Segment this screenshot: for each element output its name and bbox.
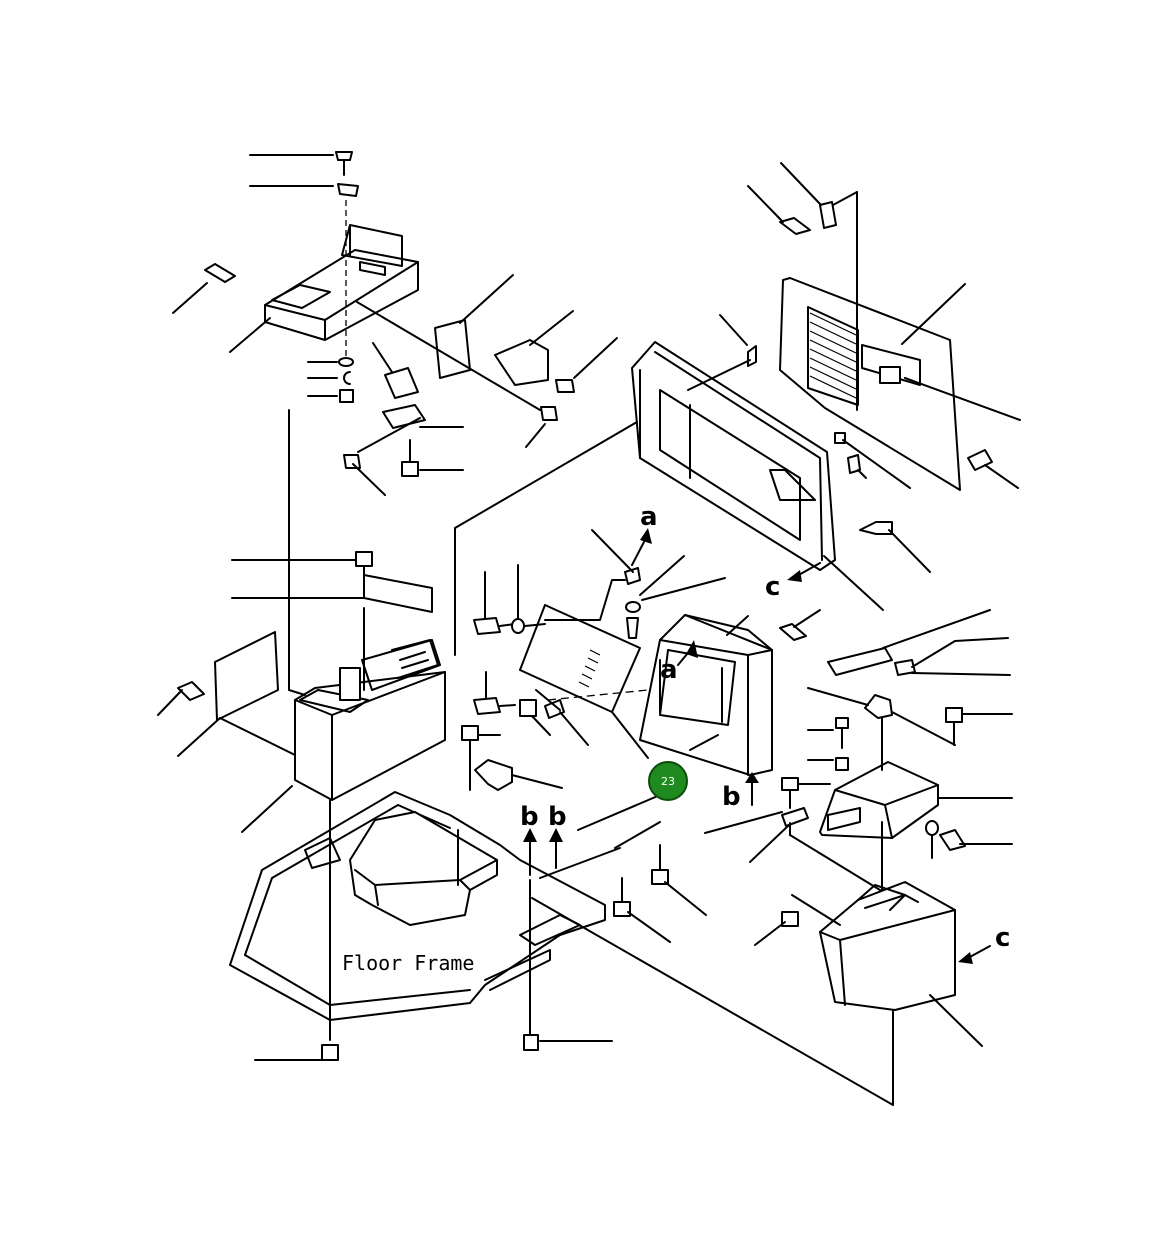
ref-letter-b-box: b	[722, 782, 741, 812]
ref-letter-b-floor-right: b	[548, 802, 567, 832]
pedestal-assembly	[819, 881, 983, 1047]
console-box-assembly	[264, 224, 419, 341]
lower-middle-bolts	[613, 844, 707, 943]
callout-23-label: 23	[661, 775, 675, 788]
battery-box-assembly	[241, 409, 446, 833]
dash-panel-assembly	[631, 314, 836, 571]
ref-letter-b-floor-left: b	[520, 802, 539, 832]
ref-arrow-b-box: b	[722, 772, 759, 812]
ref-letter-c-pedestal: c	[995, 923, 1010, 953]
ref-arrow-c-upper: c	[765, 562, 821, 602]
ref-arrow-a-box: a	[660, 640, 698, 685]
console-screws	[172, 151, 359, 403]
board-fasteners	[461, 564, 589, 791]
battery-box-fasteners	[157, 551, 433, 757]
floor-frame-label: Floor Frame	[342, 951, 474, 975]
callout-23-marker[interactable]	[648, 761, 688, 801]
ref-arrow-a-board: a	[631, 502, 658, 566]
center-leader-lines	[454, 421, 894, 1106]
pedestal-top-assembly	[704, 699, 1013, 891]
upper-cover-assembly	[747, 162, 1021, 611]
ref-arrow-c-pedestal: c	[958, 923, 1010, 964]
hinge-bracket-assembly	[343, 274, 618, 496]
floor-frame-assembly: Floor Frame	[229, 791, 606, 1061]
ref-letter-c-upper: c	[765, 572, 780, 602]
callout-23[interactable]: 23	[648, 761, 688, 801]
center-box-assembly	[639, 609, 821, 776]
ref-letter-a-board: a	[640, 502, 658, 532]
circuit-board-assembly	[519, 529, 726, 759]
ref-letter-a-box: a	[660, 655, 678, 685]
ref-arrows-b-floor: b b	[520, 802, 613, 1051]
pedal-bracket-assembly	[754, 609, 1013, 946]
